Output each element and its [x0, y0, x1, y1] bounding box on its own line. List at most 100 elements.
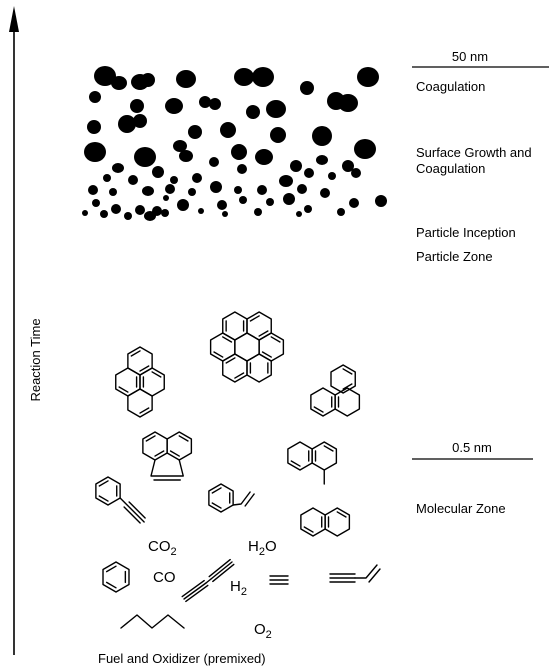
scale-bar-50nm-label: 50 nm [452, 49, 488, 64]
particle [135, 205, 145, 215]
scale-bar-0.5nm-label: 0.5 nm [452, 440, 492, 455]
particle [199, 96, 211, 108]
particle [297, 184, 307, 194]
particle [112, 163, 124, 173]
particle [177, 199, 189, 211]
particle [188, 188, 196, 196]
particle [103, 174, 111, 182]
particle [351, 168, 361, 178]
molecule-styrene [208, 483, 255, 513]
particle [100, 210, 108, 218]
particle [217, 200, 227, 210]
particle [375, 195, 387, 207]
formula-co: CO [153, 569, 176, 586]
formula-co2: CO2 [148, 538, 177, 558]
particle [304, 168, 314, 178]
particle [210, 181, 222, 193]
molecular-structures [95, 311, 381, 629]
particle [163, 195, 169, 201]
particle [279, 175, 293, 187]
particle [338, 94, 358, 112]
particle [109, 188, 117, 196]
particle [239, 196, 247, 204]
molecule-naphthalene [300, 507, 351, 537]
molecule-acetylene [269, 575, 289, 585]
particle [88, 185, 98, 195]
particle [134, 147, 156, 167]
particle [234, 68, 254, 86]
particle [237, 164, 247, 174]
particle [209, 98, 221, 110]
particle [270, 127, 286, 143]
particle [89, 91, 101, 103]
particle [220, 122, 236, 138]
formula-h2o: H2O [248, 538, 277, 558]
particle [92, 199, 100, 207]
molecule-acenaphthylene [142, 431, 193, 481]
scale-bar-0.5nm: 0.5 nm [412, 440, 533, 460]
molecule-phenanthrene [310, 364, 361, 417]
particle [118, 115, 136, 133]
particle [84, 142, 106, 162]
particle [111, 76, 127, 90]
particle [222, 211, 228, 217]
reaction-time-arrowhead [9, 6, 19, 32]
particle [304, 205, 312, 213]
particle [354, 139, 376, 159]
molecule-vinylacetylene [329, 564, 381, 583]
particle [257, 185, 267, 195]
particle [161, 209, 169, 217]
zone-label-particle-inception: Particle Inception [416, 225, 516, 240]
zone-label-particle-zone: Particle Zone [416, 249, 493, 264]
fuel-oxidizer-label: Fuel and Oxidizer (premixed) [98, 651, 266, 666]
particle [300, 81, 314, 95]
particle [283, 193, 295, 205]
particle [198, 208, 204, 214]
particle [209, 157, 219, 167]
particle [266, 100, 286, 118]
particle [252, 67, 274, 87]
molecule-benzene [102, 561, 130, 593]
particle [357, 67, 379, 87]
particle [142, 186, 154, 196]
particle [173, 140, 187, 152]
particle [176, 70, 196, 88]
molecule-methylnaphthalene [287, 441, 338, 485]
particle [316, 155, 328, 165]
particle [179, 150, 193, 162]
reaction-time-label: Reaction Time [28, 318, 43, 401]
particle [82, 210, 88, 216]
formula-o2: O2 [254, 621, 272, 641]
particle [296, 211, 302, 217]
particle [231, 144, 247, 160]
zone-label-coagulation: Coagulation [416, 79, 485, 94]
particle [152, 166, 164, 178]
molecule-phenylacetylene [95, 476, 146, 524]
formula-h2: H2 [230, 578, 247, 598]
particle [111, 204, 121, 214]
zone-label-molecular-zone: Molecular Zone [416, 501, 506, 516]
molecule-butane [120, 614, 185, 629]
particle [170, 176, 178, 184]
particle [141, 73, 155, 87]
particle [290, 160, 302, 172]
scale-bar-50nm: 50 nm [412, 49, 549, 68]
particle [192, 173, 202, 183]
particle [165, 184, 175, 194]
particle [188, 125, 202, 139]
molecule-pyrene [115, 346, 165, 418]
particle [312, 126, 332, 146]
reaction-time-axis: Reaction Time [9, 6, 43, 655]
particle [349, 198, 359, 208]
particle [337, 208, 345, 216]
particle [128, 175, 138, 185]
particle [144, 211, 156, 221]
particle [320, 188, 330, 198]
molecule-coronene [209, 311, 285, 383]
particle [255, 149, 273, 165]
particle [124, 212, 132, 220]
particle [94, 66, 116, 86]
particle-cluster [82, 66, 387, 221]
molecule-diacetylene [181, 558, 235, 603]
particle [328, 172, 336, 180]
